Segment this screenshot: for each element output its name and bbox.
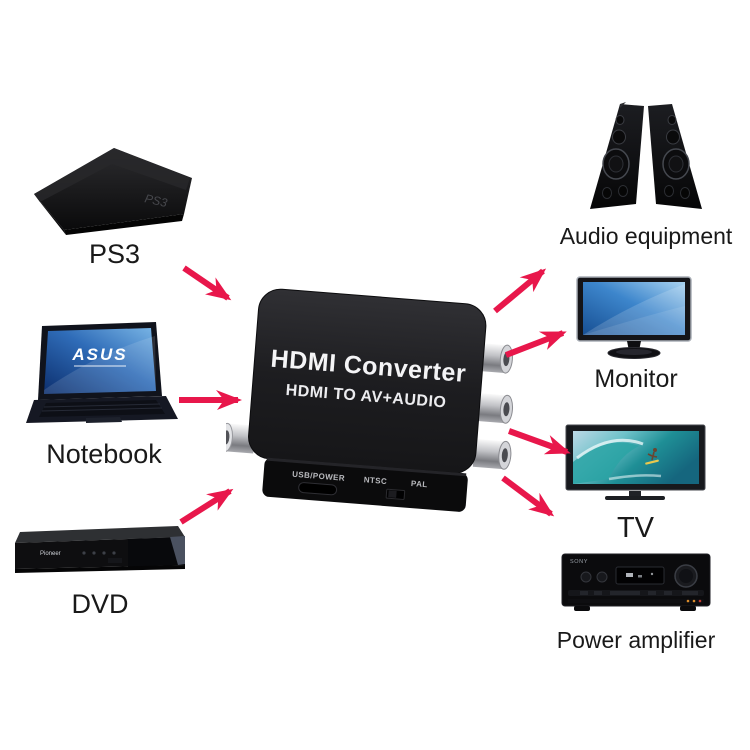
ntsc-pal-switch: [385, 488, 406, 500]
rca-jack-left: [226, 422, 256, 454]
power-amplifier-label: Power amplifier: [556, 627, 716, 653]
pal-label: PAL: [411, 479, 428, 489]
monitor-image: [576, 276, 692, 359]
monitor-label: Monitor: [594, 365, 678, 393]
audio-equipment-label: Audio equipment: [559, 223, 733, 249]
device-dvd: Pioneer DVD: [10, 524, 190, 618]
device-ps3: PS3 PS3: [22, 136, 207, 268]
tv-label: TV: [616, 512, 655, 544]
device-tv: TV: [558, 424, 713, 543]
dvd-device-image: Pioneer: [15, 526, 185, 573]
device-monitor: Monitor: [570, 276, 702, 392]
hdmi-converter-image: HDMI Converter HDMI TO AV+AUDIO USB/POWE…: [226, 288, 514, 512]
ps3-device-image: PS3: [34, 148, 192, 235]
notebook-label: Notebook: [46, 439, 162, 469]
arrow-ps3-to-converter: [182, 265, 232, 301]
power-amplifier-image: SONY: [561, 553, 711, 611]
surfer-figure: [644, 448, 659, 465]
dvd-label: DVD: [71, 589, 129, 619]
usb-power-label: USB/POWER: [292, 470, 345, 483]
rca-jack-2: [474, 392, 514, 424]
rca-jack-3: [472, 438, 512, 470]
pioneer-logo: Pioneer: [40, 551, 61, 557]
device-notebook: ASUS Notebook: [26, 320, 182, 468]
audio-equipment-image: [590, 102, 702, 209]
device-audio-equipment: Audio equipment: [556, 100, 736, 248]
arrow-dvd-to-converter: [179, 488, 234, 525]
ps3-label: PS3: [88, 239, 141, 269]
tv-image: [565, 424, 705, 500]
ps3-logo: PS3: [143, 191, 169, 210]
usb-port: [298, 482, 338, 496]
asus-logo: ASUS: [71, 345, 127, 364]
ntsc-label: NTSC: [363, 475, 387, 486]
device-power-amplifier: SONY Power amplifier: [552, 550, 720, 652]
sony-logo: SONY: [570, 559, 588, 565]
notebook-device-image: ASUS: [26, 322, 178, 423]
